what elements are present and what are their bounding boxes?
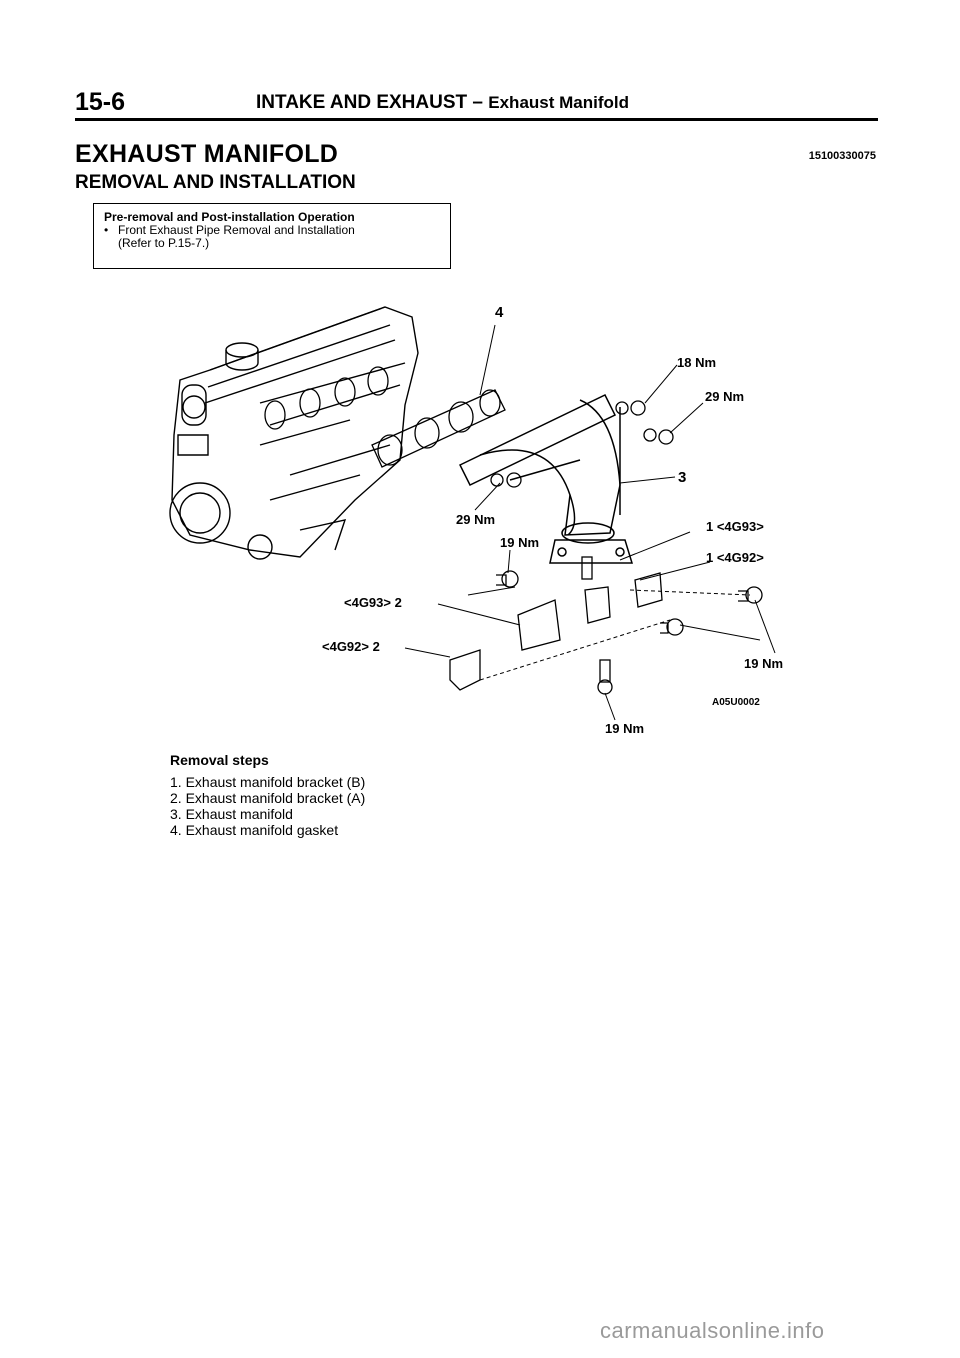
notice-item: • Front Exhaust Pipe Removal and Install… (104, 224, 440, 237)
exhaust-manifold-diagram: 4 18 Nm 29 Nm 3 29 Nm 19 Nm 1 <4G93> 1 <… (169, 304, 783, 736)
footer-watermark: carmanualsonline.info (600, 1318, 825, 1343)
callout-torque-19-bottom: 19 Nm (605, 721, 644, 736)
removal-step-item: 4. Exhaust manifold gasket (170, 822, 339, 838)
header-title-main: INTAKE AND EXHAUST (256, 92, 468, 113)
callout-torque-29-right: 29 Nm (705, 389, 744, 404)
callout-torque-18: 18 Nm (677, 355, 716, 370)
removal-steps-title: Removal steps (170, 752, 269, 768)
intake-ports (264, 366, 389, 430)
notice-bullet: • (104, 223, 109, 237)
callout-torque-29-left: 29 Nm (456, 512, 495, 527)
manifold-brackets (449, 572, 663, 691)
section-title: EXHAUST MANIFOLD (75, 140, 339, 168)
removal-steps: Removal steps 1. Exhaust manifold bracke… (170, 752, 365, 838)
page-number: 15-6 (75, 88, 126, 116)
header-separator: – (472, 92, 483, 113)
document-code: 15100330075 (808, 150, 876, 162)
callout-part-2-4g92: <4G92> 2 (322, 639, 380, 654)
callout-labels: 4 18 Nm 29 Nm 3 29 Nm 19 Nm 1 <4G93> 1 <… (322, 304, 783, 736)
removal-step-item: 2. Exhaust manifold bracket (A) (170, 790, 366, 806)
exhaust-manifold (458, 394, 634, 564)
callout-part-2-4g93: <4G93> 2 (344, 595, 402, 610)
callout-part-3: 3 (678, 469, 686, 486)
engine-block-illustration (169, 306, 419, 560)
figure-code: A05U0002 (712, 697, 760, 708)
header-rule (75, 118, 878, 121)
callout-part-4: 4 (495, 304, 504, 321)
header-subtitle: Exhaust Manifold (488, 93, 629, 112)
notice-title: Pre-removal and Post-installation Operat… (104, 210, 355, 224)
notice-box: Pre-removal and Post-installation Operat… (93, 203, 451, 269)
removal-step-item: 3. Exhaust manifold (170, 806, 293, 822)
callout-part-1-4g92: 1 <4G92> (706, 550, 764, 565)
header-title: INTAKE AND EXHAUST – Exhaust Manifold (256, 92, 629, 114)
notice-reference: (Refer to P.15-7.) (118, 236, 210, 250)
notice-item-text: Front Exhaust Pipe Removal and Installat… (118, 223, 355, 237)
removal-step-item: 1. Exhaust manifold bracket (B) (170, 774, 366, 790)
callout-torque-19-right: 19 Nm (744, 656, 783, 671)
manifold-gasket (371, 389, 506, 468)
leader-lines (404, 324, 776, 721)
section-subtitle: REMOVAL AND INSTALLATION (75, 172, 356, 193)
callout-part-1-4g93: 1 <4G93> (706, 519, 764, 534)
callout-torque-19-upper: 19 Nm (500, 535, 539, 550)
